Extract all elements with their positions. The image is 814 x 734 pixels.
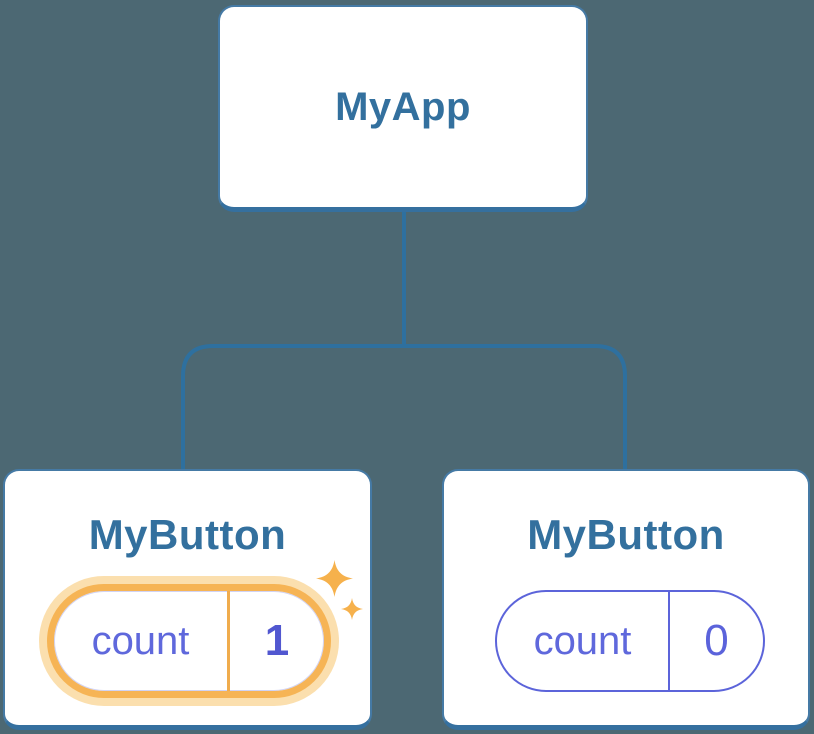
state-key-label: count bbox=[533, 618, 632, 663]
root-component-node: MyApp bbox=[218, 5, 588, 212]
child-component-node-right: MyButton count 0 bbox=[442, 469, 810, 730]
child-component-label: MyButton bbox=[527, 511, 725, 558]
child-component-node-left: MyButton count 1 bbox=[3, 469, 372, 730]
state-key-cell: count bbox=[54, 591, 230, 691]
state-key-cell: count bbox=[497, 592, 670, 690]
child-component-label: MyButton bbox=[88, 511, 287, 558]
state-pill: count 0 bbox=[495, 590, 765, 692]
state-value-cell: 1 bbox=[230, 591, 324, 691]
sparkle-icon-small bbox=[341, 598, 363, 620]
root-component-label: MyApp bbox=[335, 84, 471, 129]
state-value-cell: 0 bbox=[670, 592, 763, 690]
sparkle-icon bbox=[316, 560, 363, 620]
state-key-label: count bbox=[91, 618, 190, 663]
state-pill-highlight-halo: count 1 bbox=[39, 576, 339, 706]
sparkle-icon-large bbox=[316, 560, 353, 597]
state-pill-highlighted: count 1 bbox=[47, 584, 331, 698]
state-value-label: 1 bbox=[264, 616, 290, 665]
state-value-label: 0 bbox=[704, 616, 729, 665]
